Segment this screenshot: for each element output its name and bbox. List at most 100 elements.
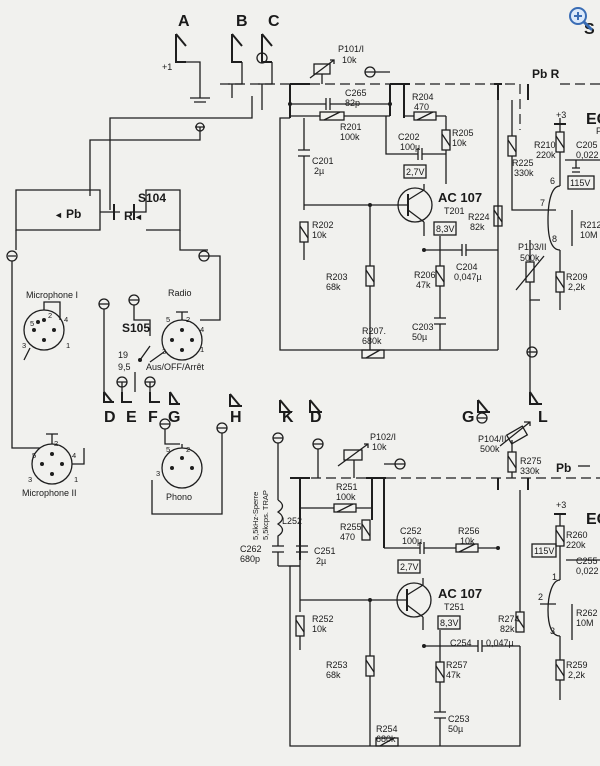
phono-pin-3: 3 (156, 469, 160, 478)
r202-label: R202 (312, 220, 334, 230)
p104-value: 500k (480, 444, 500, 454)
r255-label: R255 (340, 522, 362, 532)
r256-value: 10k (460, 536, 475, 546)
c251-value: 2µ (316, 556, 326, 566)
c262-value: 680p (240, 554, 260, 564)
s105-position-95: 9,5 (118, 362, 131, 372)
r260-value: 220k (566, 540, 586, 550)
c262-capacitor: C262 680p (240, 544, 284, 566)
p101-potentiometer: P101/I 10k (309, 44, 364, 84)
trap-frequency-label: 5,5kHz-Sperre (251, 492, 260, 540)
r212-label: R212 (580, 220, 600, 230)
connector-g-lower: G (462, 399, 490, 426)
pin-6-upper: 6 (550, 176, 555, 186)
phono-jack: Phono 5 2 3 (156, 444, 203, 502)
phono-label: Phono (166, 492, 192, 502)
r262-resistor: R262 10M (571, 604, 598, 640)
r252-resistor: R252 10k (295, 614, 334, 650)
r259-label: R259 (566, 660, 588, 670)
c201-capacitor: C201 2µ (298, 118, 334, 210)
connector-f: F (148, 392, 160, 426)
c254-value: 0,047µ (486, 638, 514, 648)
r210-value: 220k (536, 150, 556, 160)
connector-d-upper: D (103, 391, 116, 426)
r251-value: 100k (336, 492, 356, 502)
v115-lower: 115V (534, 546, 554, 556)
pb-r-upper-label: Pb R (532, 67, 560, 81)
microphone-ii-jack: Microphone II 5 2 4 3 1 (22, 433, 85, 498)
c251-label: C251 (314, 546, 336, 556)
t251-base-voltage: 2,7V (400, 562, 419, 572)
p102-label: P102/I (370, 432, 396, 442)
r225-label: R225 (512, 158, 534, 168)
r225-value: 330k (514, 168, 534, 178)
p104-potentiometer: P104/II 500k (478, 421, 531, 454)
s104-label: S104 (138, 191, 166, 205)
r252-label: R252 (312, 614, 334, 624)
r274-resistor: R274 82k (498, 490, 525, 634)
p104-label: P104/II (478, 434, 507, 444)
zoom-in-icon[interactable] (568, 6, 594, 32)
r256-label: R256 (458, 526, 480, 536)
v115-upper: 115V (570, 178, 590, 188)
r212-value: 10M (580, 230, 598, 240)
c205-label: C205 (576, 140, 598, 150)
r262-label: R262 (576, 608, 598, 618)
s104-pb-marker: ◄ (54, 210, 63, 220)
c265-capacitor: C265 82p (290, 88, 390, 110)
v115-upper-box (567, 175, 595, 190)
ec-upper-label: EC (586, 111, 600, 128)
r225-resistor: R225 330k (507, 100, 540, 211)
c252-label: C252 (400, 526, 422, 536)
c255-value: 0,022 (576, 566, 599, 576)
c252-capacitor: C252 100µ (384, 526, 456, 554)
connector-b: B (231, 13, 248, 63)
r207-label: R207. (362, 326, 386, 336)
t201-base-voltage: 2,7V (406, 167, 425, 177)
c204-capacitor: C204 0,047µ (424, 244, 498, 282)
r206-label: R206 (414, 270, 436, 280)
ec-lower-label: EC (586, 511, 600, 528)
r202-resistor: R202 10k (299, 220, 334, 260)
t201-label: T201 (444, 206, 465, 216)
r203-resistor: R203 68k (326, 205, 375, 350)
r251-label: R251 (336, 482, 358, 492)
p101-label: P101/I (338, 44, 364, 54)
s105-switch: S105 19 9,5 Aus/OFF/Arrêt (118, 321, 205, 372)
plus3-lower: +3 (556, 500, 566, 510)
p103-label: P103/II (518, 242, 547, 252)
c254-label: C254 (450, 638, 472, 648)
radio-pin-1: 1 (200, 345, 204, 354)
r204-resistor: R204 470 (404, 92, 446, 121)
r260-label: R260 (566, 530, 588, 540)
p102-value: 10k (372, 442, 387, 452)
t251-type: AC 107 (438, 586, 482, 601)
r255-resistor: R255 470 (340, 519, 371, 542)
pb-lower-label: Pb (556, 461, 571, 475)
c254-capacitor: C254 0,047µ (424, 638, 520, 652)
c202-value: 100µ (400, 142, 420, 152)
pin-3-lower: 3 (550, 626, 555, 636)
ec-upper-fragment: P (596, 126, 600, 136)
t201-collector-voltage-box (433, 221, 457, 236)
r209-value: 2,2k (568, 282, 586, 292)
c255-capacitor: C255 0,022 (566, 556, 600, 576)
r201-label: R201 (340, 122, 362, 132)
connector-h-label: H (230, 409, 242, 426)
t201-transistor: AC 107 T201 (304, 184, 482, 236)
c253-label: C253 (448, 714, 470, 724)
r205-resistor: R205 10k (441, 116, 474, 184)
connector-l-label: L (538, 409, 548, 426)
p102-potentiometer: P102/I 10k (337, 432, 396, 478)
connector-k-label: K (282, 409, 294, 426)
r209-label: R209 (566, 272, 588, 282)
c253-capacitor: C253 50µ (434, 711, 470, 746)
r251-resistor: R251 100k (300, 482, 372, 513)
r203-value: 68k (326, 282, 341, 292)
mic1-pin-4: 4 (64, 315, 68, 324)
r212-resistor: R212 10M (571, 210, 600, 246)
connector-e-label: E (126, 409, 137, 426)
r254-label: R254 (376, 724, 398, 734)
connector-g-upper-label: G (168, 409, 180, 426)
